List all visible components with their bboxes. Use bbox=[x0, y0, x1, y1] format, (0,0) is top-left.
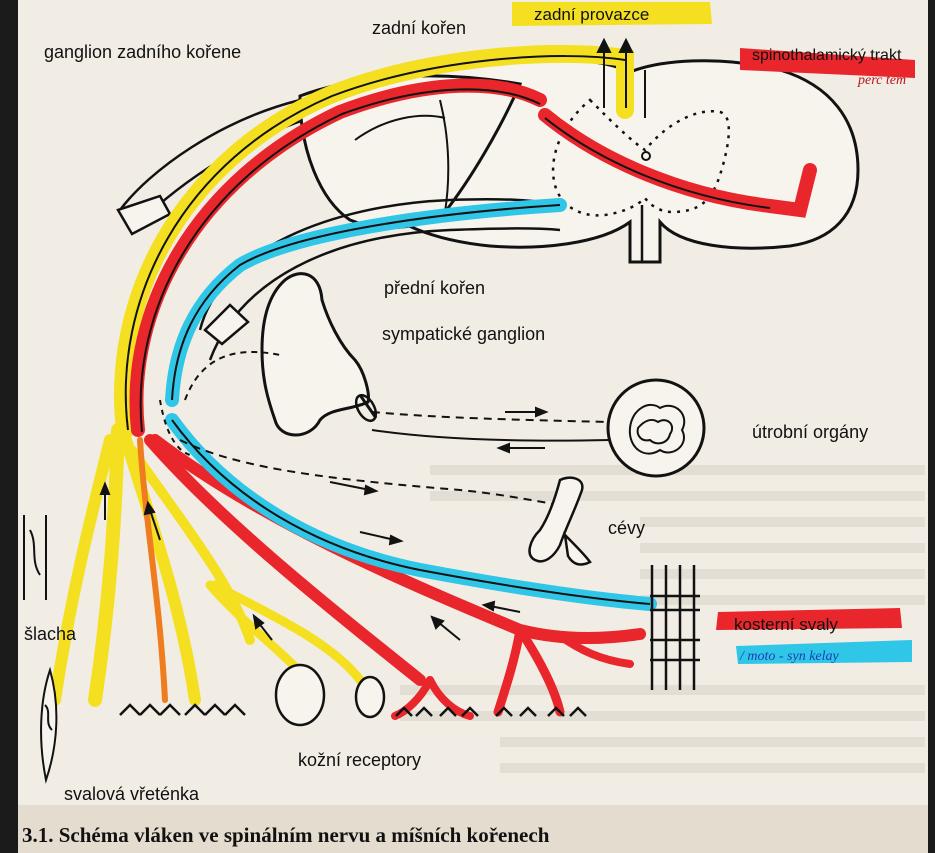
handwritten-note-blue: / moto - syn kelay bbox=[739, 649, 840, 664]
label-skeletal-muscles: kosterní svaly bbox=[734, 615, 838, 634]
label-dorsal-root: zadní kořen bbox=[372, 18, 466, 38]
label-spinothalamic-tract: spinothalamický trakt bbox=[752, 47, 902, 64]
label-sympathetic-ganglion: sympatické ganglion bbox=[382, 324, 545, 344]
label-tendon: šlacha bbox=[24, 624, 77, 644]
label-dorsal-root-ganglion: ganglion zadního kořene bbox=[44, 42, 241, 62]
label-dorsal-column: zadní provazce bbox=[534, 5, 649, 24]
label-muscle-spindles: svalová vřeténka bbox=[64, 784, 200, 804]
label-vessels: cévy bbox=[608, 518, 645, 538]
label-visceral-organs: útrobní orgány bbox=[752, 422, 868, 442]
handwritten-note-red: perc tem bbox=[857, 73, 906, 88]
label-ventral-root: přední kořen bbox=[384, 278, 485, 298]
figure-caption: 3.1. Schéma vláken ve spinálním nervu a … bbox=[22, 823, 550, 847]
visceral-organ-drawing bbox=[608, 380, 704, 476]
label-skin-receptors: kožní receptory bbox=[298, 750, 421, 770]
